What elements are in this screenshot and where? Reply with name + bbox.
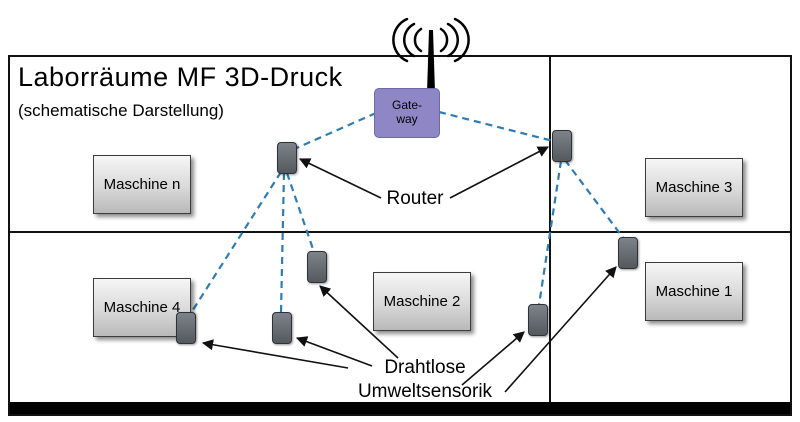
router-node-right: [552, 130, 572, 162]
machine-box-2: Maschine 2: [373, 272, 471, 331]
page-title: Laborräume MF 3D-Druck: [18, 62, 343, 92]
room-partition-horizontal: [8, 231, 792, 233]
sensor-node-center-upper: [307, 251, 327, 283]
room-bottom-wall: [10, 402, 790, 414]
antenna-icon: [392, 17, 470, 92]
sensor-label-line2: Umweltsensorik: [357, 380, 493, 402]
machine-box-4: Maschine 4: [93, 278, 191, 337]
router-label: Router: [386, 188, 444, 209]
router-node-left: [277, 142, 297, 174]
sensor-label-line1: Drahtlose: [384, 357, 466, 378]
machine-box-3: Maschine 3: [645, 158, 743, 217]
machine-box-1: Maschine 1: [645, 262, 743, 321]
sensor-node-machine2: [528, 304, 548, 336]
sensor-node-center-lower: [272, 312, 292, 344]
wireless-link-lines: [190, 110, 625, 314]
sensor-node-machine4: [176, 312, 196, 344]
sensor-label: Drahtlose Umweltsensorik: [320, 356, 530, 404]
gateway-node: Gate- way: [374, 88, 440, 138]
machine-box-n: Maschine n: [93, 155, 191, 214]
sensor-node-machine1: [618, 237, 638, 269]
page-subtitle: (schematische Darstellung): [18, 101, 224, 120]
annotation-arrows: [201, 146, 617, 393]
